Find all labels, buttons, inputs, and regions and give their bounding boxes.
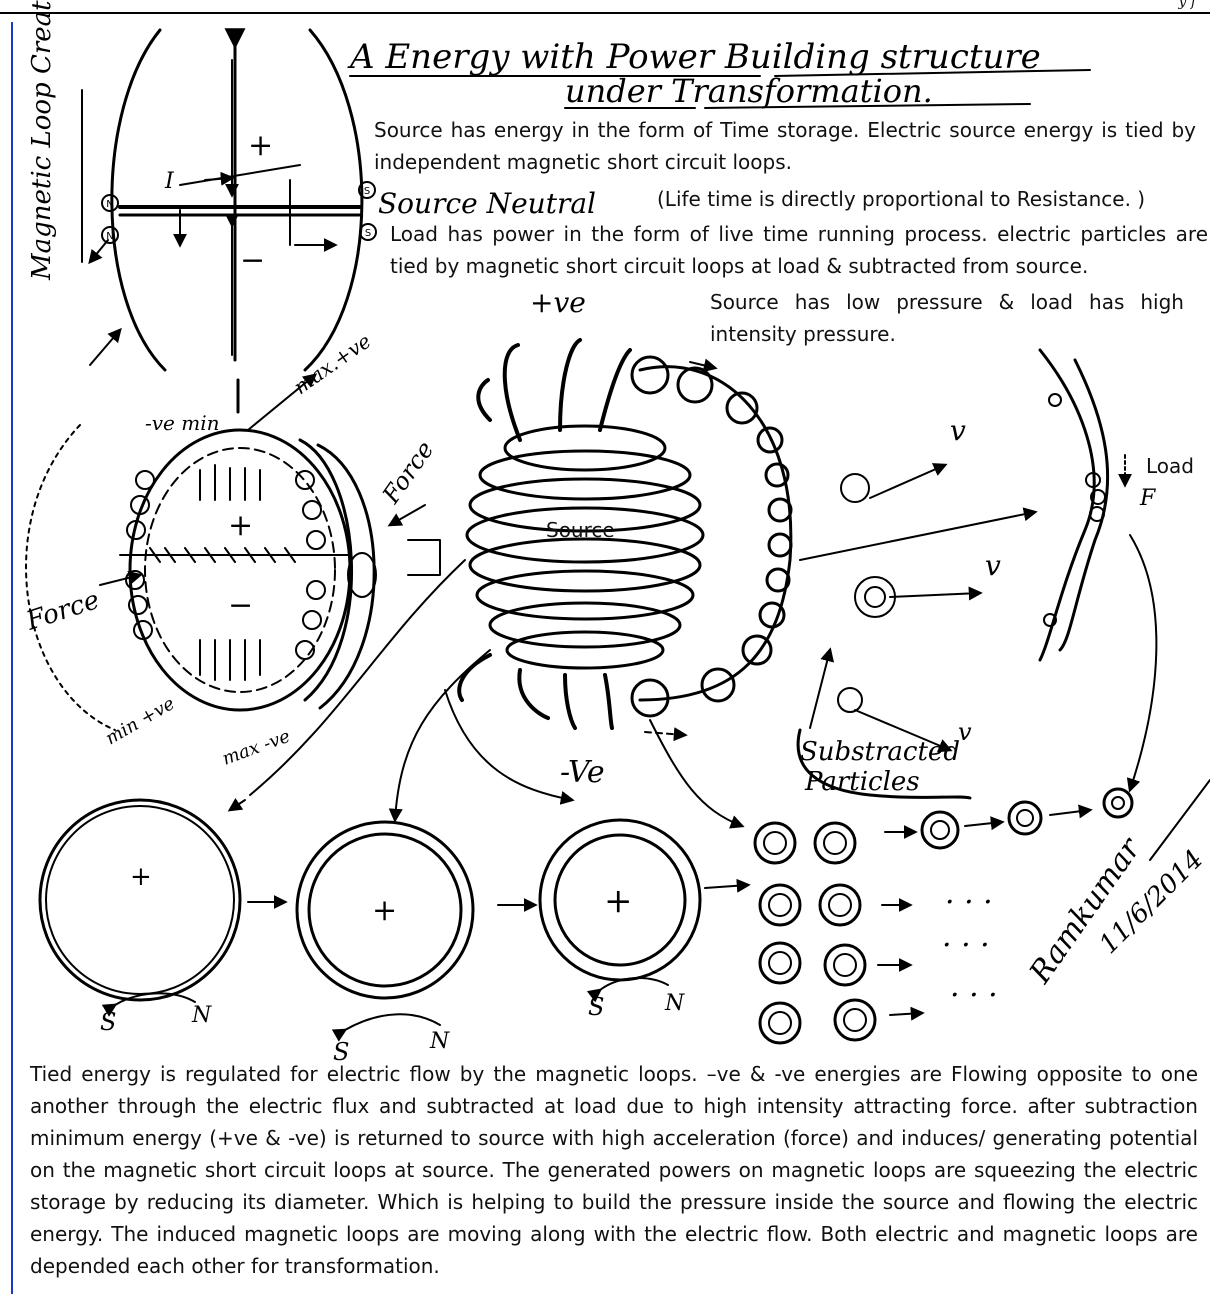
source-coil [230,340,742,826]
circle3-s: S [588,993,604,1021]
force-label-left: Force [22,585,103,637]
load-power-text: Load has power in the form of live time … [390,218,1208,282]
circle1-s: S [100,1008,116,1036]
orbital-plus-sign: + [228,508,253,543]
title-line2: under Transformation. [565,72,933,110]
n-marker-bottom: N [102,227,118,243]
neg-ve-label: -Ve [560,755,605,790]
lens-plus-sign: + [248,128,273,163]
circle3-n: N [664,991,685,1016]
dots-row-1: · · · [945,885,993,920]
svg-text:S: S [364,186,370,197]
subtracted-line1: Substracted [800,737,960,767]
s-marker-bottom: S [360,224,376,240]
load-element [1040,350,1156,790]
svg-text:S: S [365,228,371,239]
dots-row-2: · · · [942,928,990,963]
circle2-n: N [429,1029,450,1054]
orbital-minus-sign: − [228,588,253,623]
force-f-label: F [1139,486,1156,511]
magnetic-chain [632,357,1035,798]
svg-text:N: N [106,199,113,210]
load-label: Load [1146,454,1194,478]
magnetic-loop-creation-label: Magnetic Loop Creation [27,0,57,281]
circle1-plus: + [130,862,152,892]
circle3-plus: + [604,881,633,921]
pos-ve-label: +ve [530,286,586,319]
min-neg-label: -ve min [145,411,220,435]
force-label-right: Force [376,436,439,509]
pressure-text: Source has low pressure & load has high … [710,286,1184,350]
life-time-note: (Life time is directly proportional to R… [657,183,1197,215]
lens-minus-sign: − [240,243,265,278]
v-label-1: v [950,414,966,447]
n-marker-top: N [102,195,118,211]
circle1-n: N [191,1003,212,1028]
source-neutral-lens [90,30,362,370]
subtracted-line2: Particles [804,767,920,797]
source-neutral-label: Source Neutral [378,187,596,220]
min-pos-label: min +ve [102,693,178,749]
v-label-2: v [985,549,1001,582]
source-energy-text: Source has energy in the form of Time st… [374,114,1196,178]
title-line1: A Energy with Power Building structure [347,37,1041,77]
current-i-label: I [164,169,175,194]
max-neg-label: max -ve [220,726,294,770]
dots-row-3: · · · [950,978,998,1013]
circle2-plus: + [372,893,397,928]
body-paragraph: Tied energy is regulated for electric fl… [30,1058,1198,1282]
max-pos-label: max.+ve [289,329,375,399]
svg-text:N: N [106,231,113,242]
source-label: Source [546,518,615,542]
v-label-3: v [958,718,972,746]
